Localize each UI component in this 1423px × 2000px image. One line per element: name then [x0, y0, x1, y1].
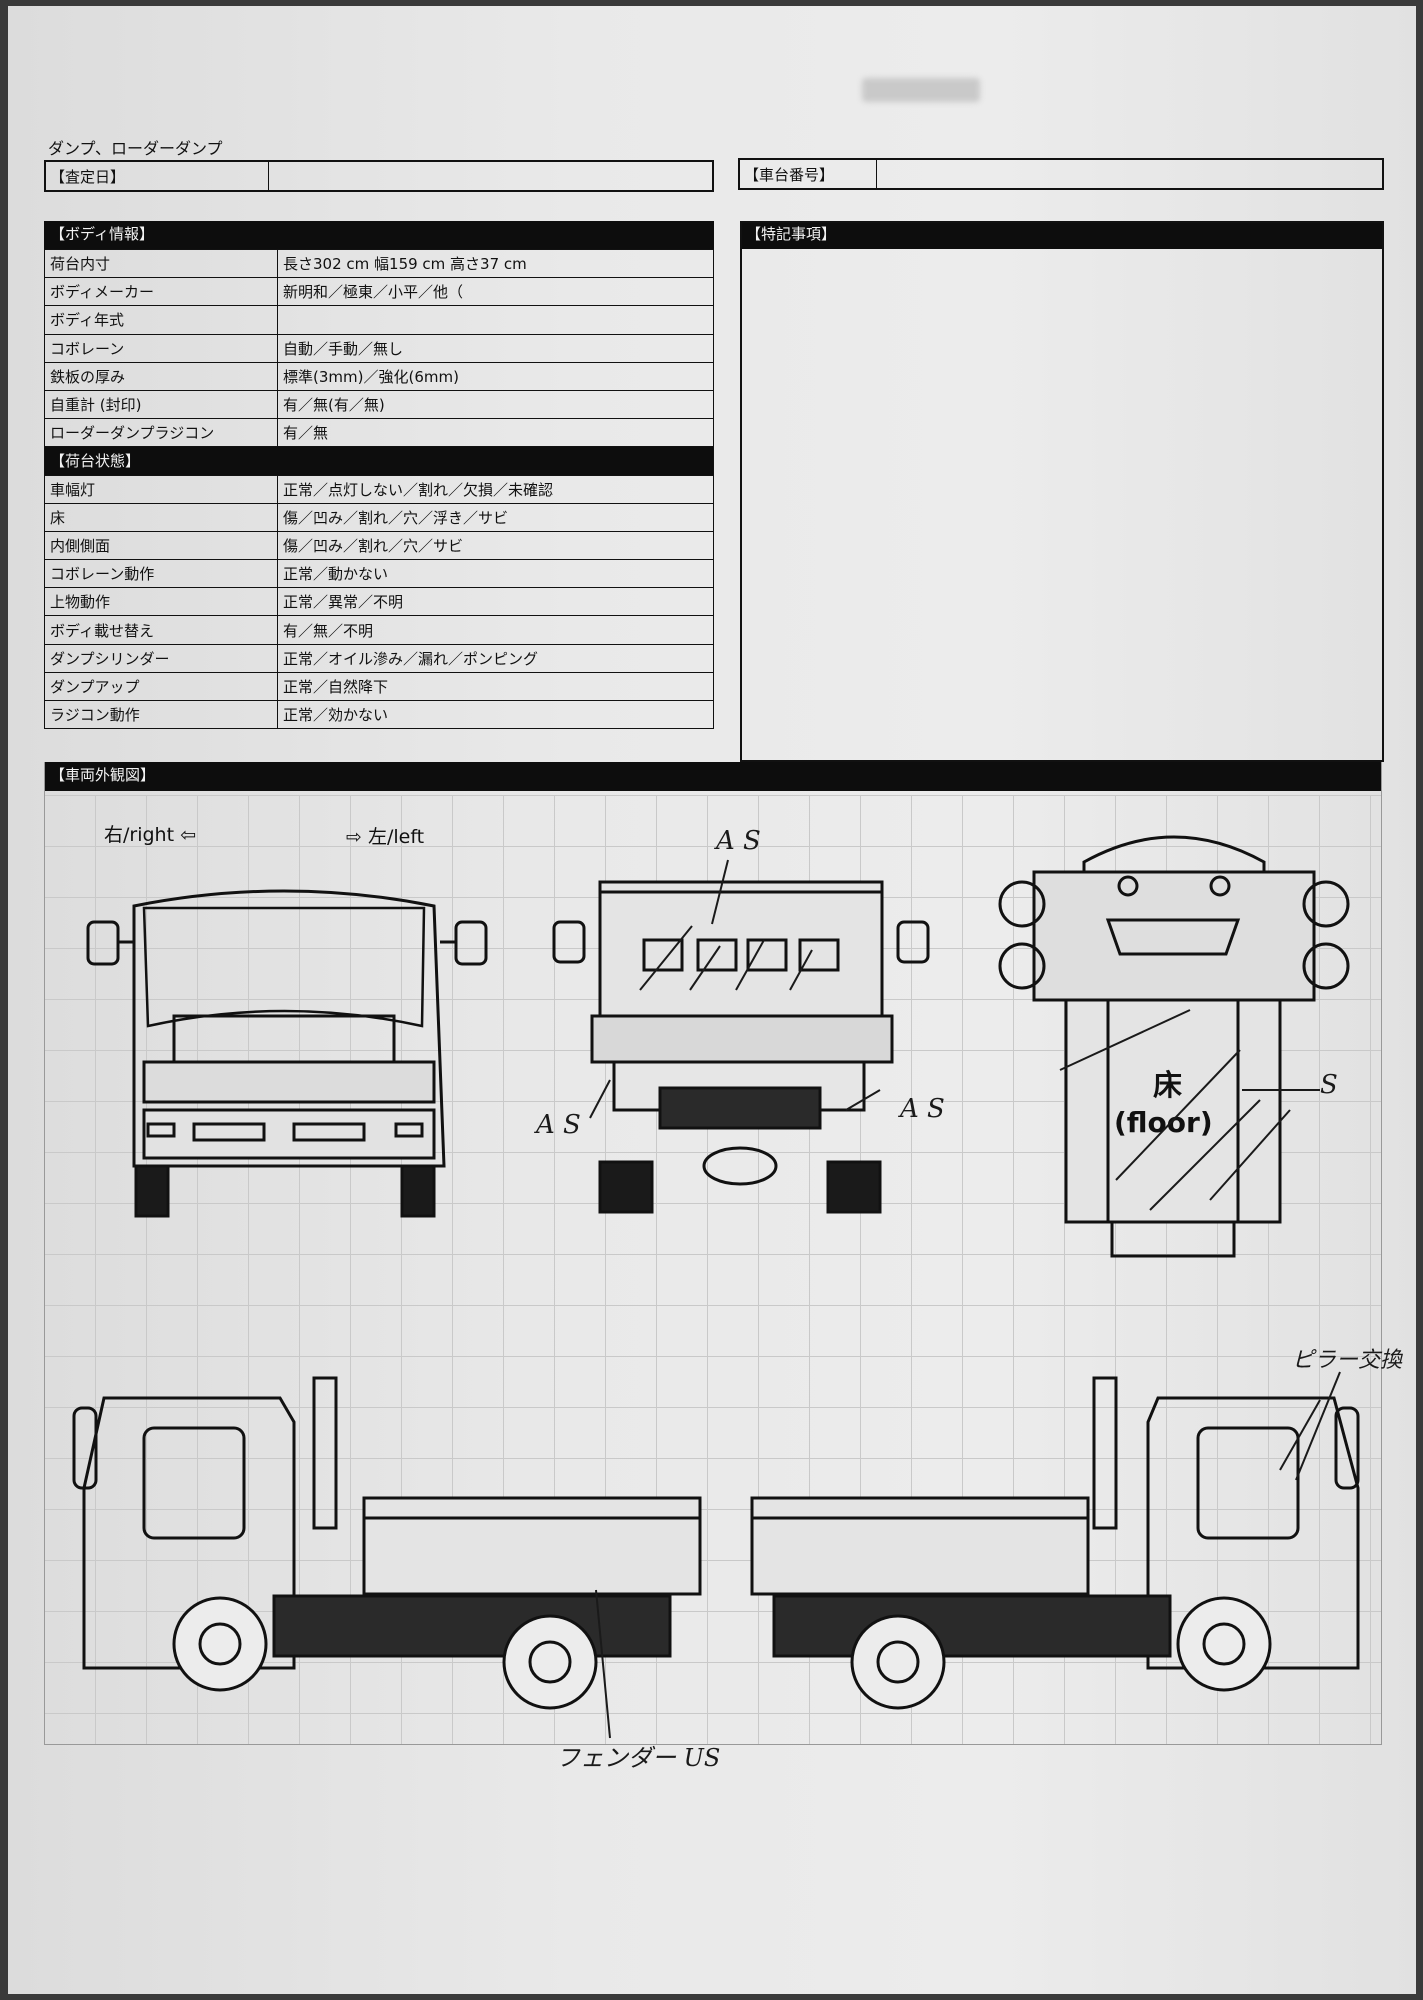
row-value: 有／無(有／無): [277, 389, 714, 420]
note-floor: S: [1320, 1070, 1338, 1100]
row-value: 標準(3mm)／強化(6mm): [277, 361, 714, 391]
row-value: 有／無／不明: [277, 615, 714, 645]
row-value: [277, 305, 714, 335]
exterior-header: 【車両外観図】: [44, 762, 1382, 791]
row-value: 新明和／極東／小平／他（: [277, 277, 714, 307]
row-label: ボディ載せ替え: [44, 615, 278, 645]
row-value: 正常／オイル滲み／漏れ／ポンピング: [277, 643, 714, 673]
note-fender: フェンダー US: [556, 1744, 721, 1772]
truck-top-view: [998, 835, 1350, 1258]
table-row: 鉄板の厚み 標準(3mm)／強化(6mm): [44, 361, 714, 391]
row-value: 傷／凹み／割れ／穴／浮き／サビ: [277, 502, 714, 532]
chassis-number-field: 【車台番号】: [738, 158, 1384, 190]
row-value: 正常／動かない: [277, 559, 714, 589]
table-row: ローダーダンプラジコン 有／無: [44, 418, 714, 448]
table-row: ダンプアップ 正常／自然降下: [44, 671, 714, 702]
bed-condition-header-label: 【荷台状態】: [44, 446, 714, 476]
document-title: ダンプ、ローダーダンプ: [48, 139, 223, 158]
remarks-box: [740, 221, 1384, 762]
table-row: 内側側面 傷／凹み／割れ／穴／サビ: [44, 530, 714, 561]
body-info-header: 【ボディ情報】: [44, 221, 714, 249]
table-row: コボレーン動作 正常／動かない: [44, 559, 714, 589]
note-rear-right: A S: [900, 1094, 945, 1124]
table-row: ボディ年式: [44, 305, 714, 335]
row-value: 正常／自然降下: [277, 671, 714, 702]
redacted-stamp: [862, 78, 980, 102]
row-label: ボディ年式: [44, 305, 278, 335]
note-rear-left: A S: [536, 1110, 581, 1140]
row-label: 床: [44, 502, 278, 532]
assessment-date-field: 【査定日】: [44, 160, 714, 192]
row-value: 自動／手動／無し: [277, 333, 714, 363]
assessment-date-label: 【査定日】: [50, 168, 126, 186]
row-label: ダンプアップ: [44, 671, 278, 702]
table-row: ダンプシリンダー 正常／オイル滲み／漏れ／ポンピング: [44, 643, 714, 673]
row-label: 上物動作: [44, 587, 278, 617]
floor-label-en: (floor): [1114, 1106, 1213, 1139]
note-pillar: ピラー交換: [1292, 1348, 1403, 1373]
truck-side-view-left: [750, 1376, 1360, 1710]
table-row: 上物動作 正常／異常／不明: [44, 587, 714, 617]
table-row: 荷台内寸 長さ302 cm 幅159 cm 高さ37 cm: [44, 248, 714, 279]
exterior-frame: [44, 762, 1382, 1745]
row-value: 傷／凹み／割れ／穴／サビ: [277, 530, 714, 561]
table-row: ラジコン動作 正常／効かない: [44, 699, 714, 730]
row-value: 正常／効かない: [277, 699, 714, 730]
remarks-header: 【特記事項】: [740, 221, 1384, 249]
row-label: ダンプシリンダー: [44, 643, 278, 673]
row-label: ラジコン動作: [44, 699, 278, 730]
row-label: 荷台内寸: [44, 248, 278, 279]
row-label: コボレーン動作: [44, 559, 278, 589]
row-value: 正常／異常／不明: [277, 587, 714, 617]
note-rear-top: A S: [716, 826, 761, 856]
bed-condition-header: 【荷台状態】: [44, 446, 714, 476]
inspection-form-table: 荷台内寸 長さ302 cm 幅159 cm 高さ37 cm ボディメーカー 新明…: [44, 248, 714, 730]
row-value: 長さ302 cm 幅159 cm 高さ37 cm: [277, 248, 714, 279]
table-row: 床 傷／凹み／割れ／穴／浮き／サビ: [44, 502, 714, 532]
right-side-label: 右/right ⇦: [104, 824, 197, 846]
chassis-number-label: 【車台番号】: [744, 166, 835, 184]
left-side-label: ⇨ 左/left: [346, 826, 425, 848]
floor-label-jp: 床: [1153, 1068, 1183, 1102]
truck-rear-view: [552, 880, 930, 1214]
truck-front-view: [86, 889, 488, 1218]
table-row: ボディ載せ替え 有／無／不明: [44, 615, 714, 645]
truck-side-view-right: [72, 1376, 702, 1710]
